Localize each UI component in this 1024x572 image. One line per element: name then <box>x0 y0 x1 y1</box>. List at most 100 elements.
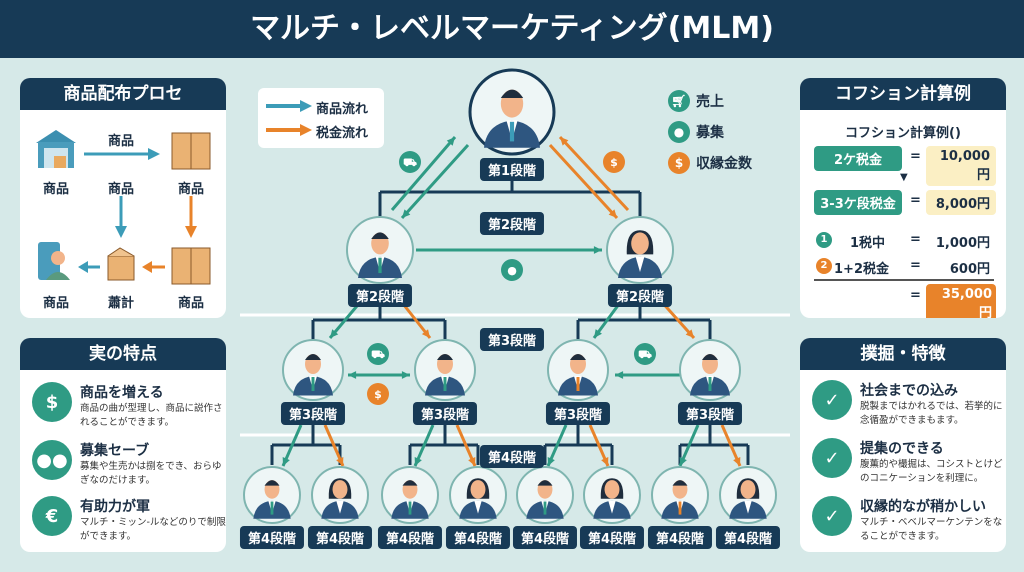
arrow-head <box>414 457 422 466</box>
arrow-head <box>679 457 687 466</box>
node-level-label: 第1段階 <box>479 158 545 181</box>
node-level-label: 第4段階 <box>715 526 781 549</box>
node-label: 商品 <box>107 182 134 197</box>
level-heading-4: 第4段階 <box>479 445 545 468</box>
arrow-head <box>608 209 617 218</box>
node-level-label: 第3段階 <box>677 402 743 425</box>
merit-title: 収縁的なが稍かしい <box>860 499 986 515</box>
avatar-level-1 <box>468 68 556 156</box>
merit-title: 社会までの込み <box>860 383 958 399</box>
arrow-head <box>468 457 476 466</box>
arrow-head <box>560 137 569 146</box>
calc-value: 600円 <box>949 262 990 277</box>
node-level-label: 第4段階 <box>647 526 713 549</box>
merits-panel: 撲掘・特徴 ✓社会までの込み脱製まではかれるでは、若挙的に念循盈ができまもます。… <box>800 338 1006 552</box>
customer-phone-icon <box>38 242 70 280</box>
step-badge: 1 <box>816 232 832 248</box>
node-level-label: 第4段階 <box>579 526 645 549</box>
avatar-level-4 <box>719 466 777 524</box>
avatar-level-2 <box>346 216 414 284</box>
feature-desc: 募集や生売かは捌をでき、おらゆぎなのだけます。 <box>80 461 222 486</box>
node-label: 商品 <box>42 296 69 311</box>
flow-arrow <box>558 135 630 212</box>
equals: = <box>910 149 921 164</box>
calc-label: 1税中 <box>850 236 886 251</box>
avatar-level-4 <box>243 466 301 524</box>
equals: = <box>910 193 921 208</box>
arrow-head <box>348 371 357 379</box>
calc-title: コフション計算例 <box>800 78 1006 110</box>
dollar-icon: $ <box>603 151 625 173</box>
flow-arrow <box>390 136 457 211</box>
equals: = <box>910 288 921 303</box>
avatar-level-4 <box>651 466 709 524</box>
person-icon: ● <box>668 121 690 143</box>
feature-title: 有助力が軍 <box>80 499 150 515</box>
box-icon <box>171 247 211 285</box>
equals: = <box>910 258 921 273</box>
merits-title: 撲掘・特徴 <box>800 338 1006 370</box>
divider <box>814 279 994 281</box>
arrow-head <box>685 329 694 338</box>
node-level-label: 第4段階 <box>445 526 511 549</box>
key-label: 募集 <box>696 125 724 141</box>
node-level-label: 第2段階 <box>347 284 413 307</box>
arrow-head <box>330 329 339 338</box>
level-heading-3: 第3段階 <box>479 328 545 351</box>
step-badge: 2 <box>816 258 832 274</box>
box-icon <box>171 132 211 170</box>
down-triangle-icon: ▼ <box>900 172 908 183</box>
arrow-head <box>594 329 602 338</box>
legend: 商品流れ 税金流れ <box>258 88 384 148</box>
arrow-head <box>282 457 290 466</box>
avatar-level-3 <box>679 339 741 401</box>
open-box-icon <box>107 247 135 281</box>
node-level-label: 第4段階 <box>512 526 578 549</box>
feature-item: € 有助力が軍マルチ・ミッン-ルなどのりで制限ができます。 <box>32 496 226 544</box>
arrow-label: 商品 <box>107 134 134 149</box>
arrow-head <box>402 209 411 218</box>
calc-panel: コフション計算例 コフション計算例() 2ケ税金 = 10,000円 ▼ 3-3… <box>800 78 1006 318</box>
dollar-hand-icon: $ <box>32 382 72 422</box>
feature-desc: 商品の曲が型理し、商品に説作されることができます。 <box>80 403 223 428</box>
feature-title: 商品を増える <box>80 385 164 401</box>
icon-key: 🛒︎売上 ●募集 $収縁金数 <box>668 90 752 183</box>
node-level-label: 第3段階 <box>412 402 478 425</box>
coin-hand-icon: € <box>32 496 72 536</box>
arrow-head <box>615 371 624 379</box>
features-title: 実の特点 <box>20 338 226 370</box>
level-heading-2: 第2段階 <box>479 212 545 235</box>
calc-value: 10,000円 <box>926 146 996 186</box>
arrow-head <box>593 246 602 254</box>
cart-icon: ⛟ <box>634 343 656 365</box>
legend-product-flow: 商品流れ <box>316 102 369 117</box>
dollar-icon: $ <box>367 383 389 405</box>
arrow-head <box>601 457 609 466</box>
avatar-level-3 <box>414 339 476 401</box>
features-panel: 実の特点 $商品を増える商品の曲が型理し、商品に説作されることができます。 ●●… <box>20 338 226 552</box>
calc-label: 1+2税金 <box>834 262 889 277</box>
flow-arrow <box>548 143 619 220</box>
flow-arrow <box>400 143 470 220</box>
avatar-level-4 <box>381 466 439 524</box>
avatar-level-4 <box>583 466 641 524</box>
process-diagram <box>36 130 211 285</box>
merit-item: ✓収縁的なが稍かしいマルチ・ベベルマーケンテンをなることができます。 <box>812 496 1006 544</box>
svg-text:⛟: ⛟ <box>371 348 385 361</box>
feature-desc: マルチ・ミッン-ルなどのりで制限ができます。 <box>80 517 226 542</box>
merit-item: ✓社会までの込み脱製まではかれるでは、若挙的に念循盈ができまもます。 <box>812 380 1006 428</box>
avatar-level-2 <box>606 216 674 284</box>
merit-title: 提集のできる <box>860 441 944 457</box>
arrow-head <box>421 329 430 338</box>
node-level-label: 第4段階 <box>307 526 373 549</box>
process-title: 商品配布プロセ <box>20 78 226 110</box>
node-label: 商品 <box>177 296 204 311</box>
check-icon: ✓ <box>812 496 852 536</box>
cart-icon: ⛟ <box>399 151 421 173</box>
node-label: 商品 <box>177 182 204 197</box>
feature-title: 募集セーブ <box>80 443 150 459</box>
node-level-label: 第3段階 <box>280 402 346 425</box>
arrow-head <box>733 457 741 466</box>
calc-subtitle: コフション計算例() <box>845 126 961 141</box>
